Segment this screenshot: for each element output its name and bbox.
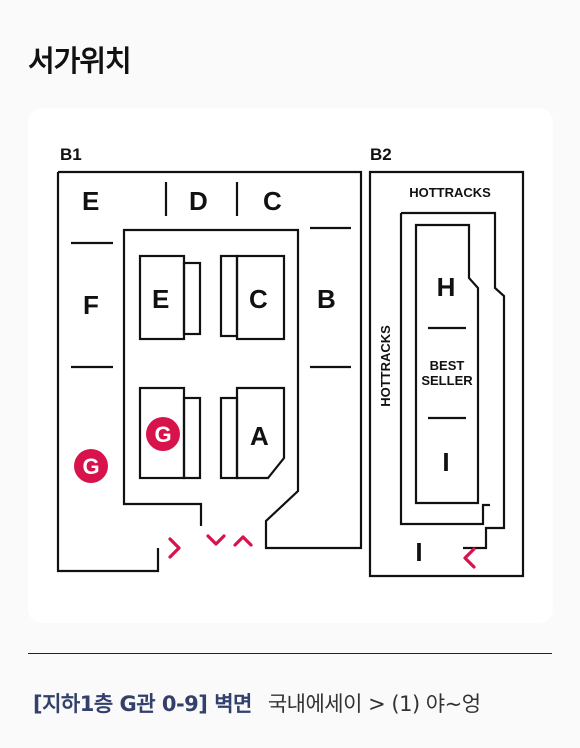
section-label-inner-a: A xyxy=(250,421,269,451)
entrance-chevron-left-icon xyxy=(463,547,476,569)
section-label-seller: SELLER xyxy=(421,373,473,388)
floor-label-b2: B2 xyxy=(370,145,392,164)
shelf-box-c-side xyxy=(219,254,239,338)
marker-label-g-left: G xyxy=(82,454,99,479)
location-code: [지하1층 G관 0-9] 벽면 xyxy=(33,692,252,716)
section-label-hottracks-side: HOTTRACKS xyxy=(378,325,393,407)
section-label-hottracks-top: HOTTRACKS xyxy=(409,185,491,200)
section-label-left-f: F xyxy=(83,290,99,320)
b2-outer-wall xyxy=(368,170,525,578)
section-label-top-e: E xyxy=(82,186,99,216)
section-label-h: H xyxy=(437,272,456,302)
section-label-i-bottom: I xyxy=(415,537,422,567)
shelf-box-a-side xyxy=(219,396,239,480)
shelf-box-a xyxy=(235,386,286,480)
section-label-inner-e: E xyxy=(152,284,169,314)
entrance-chevron-down-icon xyxy=(206,534,226,546)
shelf-box-c xyxy=(235,254,286,341)
entrance-chevron-up-icon xyxy=(233,535,253,547)
section-label-inner-c: C xyxy=(249,284,268,314)
section-label-top-c: C xyxy=(263,186,282,216)
section-label-i-inner: I xyxy=(442,447,449,477)
shelf-box-e-side xyxy=(182,261,202,336)
shelf-map-card: B1 B2 E D C F B E C A G G HOTTRACKS HOTT… xyxy=(28,108,553,623)
b2-center-shelf xyxy=(414,223,480,505)
b1-outer-wall xyxy=(58,170,363,550)
location-category: 국내에세이 > (1) 야~엉 xyxy=(267,692,481,716)
section-label-top-d: D xyxy=(189,186,208,216)
b1-lower-left-wall xyxy=(56,172,160,573)
floor-label-b1: B1 xyxy=(60,145,82,164)
location-info: [지하1층 G관 0-9] 벽면 국내에세이 > (1) 야~엉 xyxy=(33,688,481,718)
shelf-box-g-side xyxy=(182,396,202,480)
divider xyxy=(28,653,552,654)
page-title: 서가위치 xyxy=(28,44,132,78)
section-label-best: BEST xyxy=(430,358,465,373)
b2-inner-wall-left xyxy=(399,213,490,526)
location-marker-g-inner: G xyxy=(146,417,180,451)
b2-inner-wall xyxy=(401,211,506,550)
entrance-chevron-right-icon xyxy=(168,537,181,559)
section-label-right-b: B xyxy=(317,284,336,314)
marker-label-g-inner: G xyxy=(154,422,171,447)
floor-map: B1 B2 E D C F B E C A G G HOTTRACKS HOTT… xyxy=(56,145,525,578)
location-marker-g-left: G xyxy=(74,449,108,483)
